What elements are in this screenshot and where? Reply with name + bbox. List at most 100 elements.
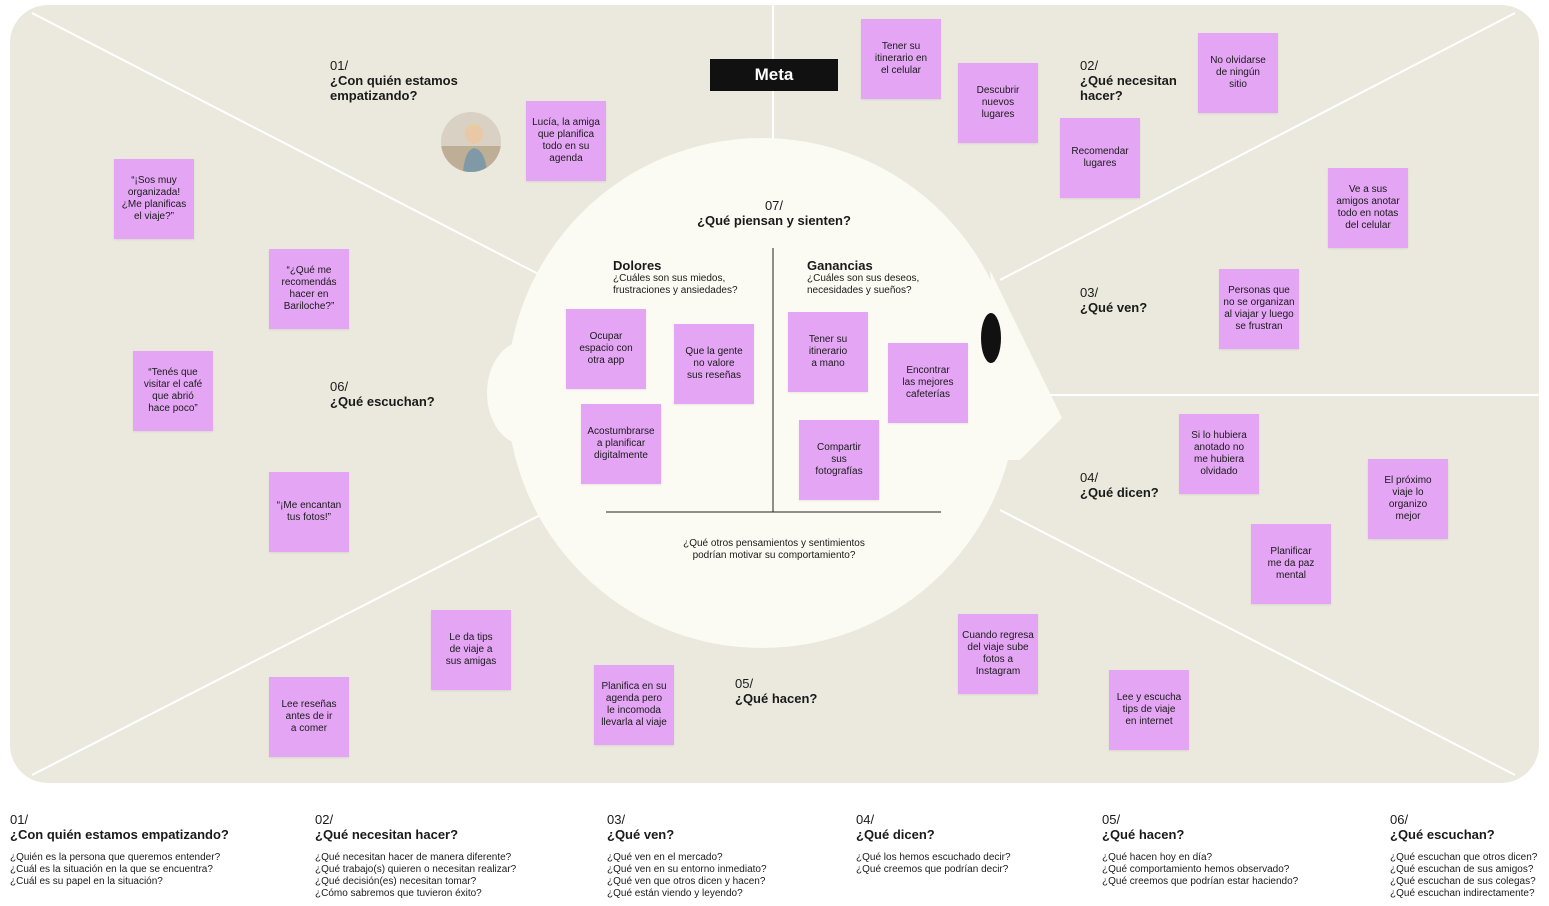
sticky-note-line: Cuando regresa <box>962 630 1034 641</box>
sticky-note-line: visitar el café <box>143 379 203 390</box>
sticky-note-line: amigos anotar <box>1336 196 1400 207</box>
sticky-note-line: ¿Me planificas <box>121 199 187 210</box>
sticky-note-line: el viaje?” <box>133 211 175 222</box>
sticky-note-line: todo en su <box>542 141 590 152</box>
legend-line: ¿Quién es la persona que queremos entend… <box>10 852 221 863</box>
legend-line: ¿Qué comportamiento hemos observado? <box>1102 864 1290 875</box>
sticky-note-line: hace poco” <box>148 403 198 414</box>
sticky-note-line: Recomendar <box>1071 146 1129 157</box>
sticky-note-line: No olvidarse <box>1210 55 1266 66</box>
sticky-note-line: sus amigas <box>445 656 497 667</box>
sticky-note-line: llevarla al viaje <box>601 717 667 728</box>
sticky-note-line: Planificar <box>1270 546 1312 557</box>
sticky-note-line: Compartir <box>817 442 861 453</box>
sticky-note-line: Ocupar <box>589 331 623 342</box>
sticky-note-line: del viaje sube <box>967 642 1029 653</box>
persona-avatar <box>441 112 501 172</box>
legend-line: ¿Qué ven en el mercado? <box>607 852 723 863</box>
legend-line: ¿Qué ven que otros dicen y hacen? <box>607 876 766 887</box>
sticky-note-line: Lee y escucha <box>1116 692 1182 703</box>
sticky-note-line: nuevos <box>981 97 1015 108</box>
sticky-note-line: mental <box>1275 570 1306 581</box>
legend-number: 05/ <box>1102 812 1121 827</box>
goal-label: Meta <box>710 59 838 91</box>
legend-line: ¿Qué creemos que podrían decir? <box>856 864 1009 875</box>
sticky-note-line: anotado no <box>1193 442 1245 453</box>
legend-column: 06/¿Qué escuchan?¿Qué escuchan que otros… <box>1390 812 1537 900</box>
sticky-note-line: Personas que <box>1228 285 1290 296</box>
legend-line: ¿Qué escuchan de sus colegas? <box>1390 876 1536 887</box>
sticky-note-line: Descubrir <box>976 85 1020 96</box>
legend-question: ¿Qué hacen? <box>1102 827 1185 842</box>
legend-question: ¿Qué ven? <box>607 827 675 842</box>
sticky-note-line: itinerario <box>808 346 848 357</box>
sticky-note-line: Acostumbrarse <box>587 426 655 437</box>
sticky-note-line: del celular <box>1345 220 1391 231</box>
section-05-title: 05/ ¿Qué hacen? <box>735 676 818 706</box>
legend-column: 05/¿Qué hacen? ¿Qué hacen hoy en día?¿Qué… <box>1102 812 1298 888</box>
sticky-note-line: agenda <box>549 153 583 164</box>
sticky-note-line: Instagram <box>975 666 1021 677</box>
pains-gains-divider <box>606 248 941 513</box>
sticky-note-line: Lee reseñas <box>281 699 337 710</box>
sticky-note-line: recomendás <box>281 277 337 288</box>
sticky-note-line: Le da tips <box>449 632 493 643</box>
legend-line: ¿Qué escuchan que otros dicen? <box>1390 852 1538 863</box>
sticky-note-line: “¿Qué me <box>286 265 332 276</box>
sticky-note-line: sus <box>831 454 847 465</box>
sticky-note-line: Ve a sus <box>1348 184 1388 195</box>
legend-number: 02/ <box>315 812 334 827</box>
sticky-note-line: no se organizan <box>1223 297 1295 308</box>
sticky-note-line: Encontrar <box>906 365 950 376</box>
legend-line: ¿Qué hacen hoy en día? <box>1102 852 1213 863</box>
sticky-note-line: a comer <box>290 723 328 734</box>
legend-column: 01/¿Con quién estamos empatizando?¿Quién… <box>10 812 229 888</box>
section-02-title: 02/ ¿Qué necesitan hacer? <box>1080 58 1177 103</box>
sticky-note-line: de viaje a <box>449 644 493 655</box>
sticky-note-line: lugares <box>981 109 1015 120</box>
sticky-note-line: agenda pero <box>605 693 663 704</box>
legend-line: ¿Qué escuchan indirectamente? <box>1390 888 1535 899</box>
sticky-note-line: tips de viaje <box>1122 704 1176 715</box>
legend-column: 03/¿Qué ven?¿Qué ven en el mercado?¿Qué … <box>607 812 767 900</box>
section-03-title: 03/ ¿Qué ven? <box>1080 285 1148 315</box>
sticky-note-line: que planifica <box>537 129 595 140</box>
legend-line: ¿Qué ven en su entorno inmediato? <box>607 864 767 875</box>
head-eye-icon <box>981 313 1001 363</box>
sticky-note-line: Si lo hubiera <box>1191 430 1247 441</box>
sticky-note-line: Tener su <box>881 41 921 52</box>
legend-line: ¿Qué decisión(es) necesitan tomar? <box>315 876 477 887</box>
head-silhouette <box>487 138 1062 648</box>
legend-question: ¿Qué dicen? <box>856 827 935 842</box>
sticky-note-line: digitalmente <box>594 450 648 461</box>
legend-question: ¿Con quién estamos empatizando? <box>10 827 229 842</box>
legend-line: ¿Cómo sabremos que tuvieron éxito? <box>315 888 482 899</box>
sticky-note-line: a mano <box>811 358 845 369</box>
sticky-note-line: Tener su <box>808 334 848 345</box>
